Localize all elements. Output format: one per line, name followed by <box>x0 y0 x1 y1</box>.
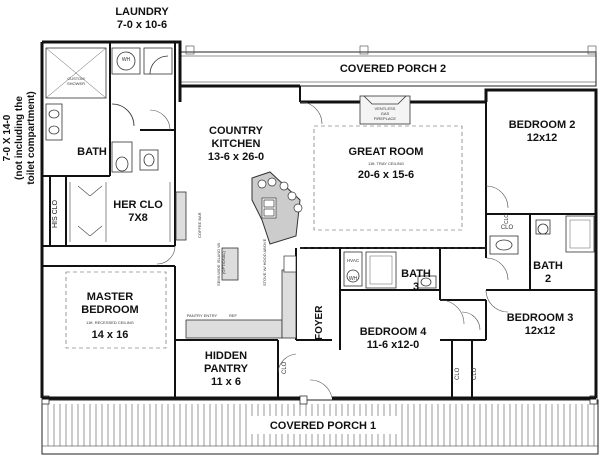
laundry-size: 7-0 x 10-6 <box>116 19 168 31</box>
country-kitchen-name-2: KITCHEN <box>211 138 261 150</box>
bedroom-2-name: BEDROOM 2 <box>508 119 576 131</box>
country-kitchen-size: 13-6 x 26-0 <box>207 151 265 163</box>
bath-3-label: BATH 3 <box>396 268 436 294</box>
custom-shower-label: CUSTOM SHOWER <box>64 76 88 86</box>
coffee-bar-label: COFFEE BAR <box>197 212 202 238</box>
clo-hallway-label: CLO <box>500 225 514 231</box>
covered-porch-2-label: COVERED PORCH 2 <box>339 63 447 75</box>
bath-label: BATH <box>77 146 107 158</box>
master-bedroom-ceiling: 11ft. RECESSED CEILING <box>86 320 134 325</box>
porch-2-posts <box>185 45 597 55</box>
bath-size-note-line3: toilet compartment) <box>26 91 37 185</box>
bedroom-4-size: 11-6 x12-0 <box>366 339 420 351</box>
kitchen-counters <box>175 191 297 339</box>
master-bath-fixtures <box>45 47 159 173</box>
master-bedroom-label: MASTER BEDROOM <box>72 291 148 317</box>
clo-bed4-a-label: CLO <box>455 367 461 380</box>
master-bedroom-name-1: MASTER <box>86 291 134 303</box>
bedroom-3-size: 12x12 <box>524 325 556 337</box>
fireplace-line1: VENTLESS <box>374 106 396 111</box>
master-bedroom-name-2: BEDROOM <box>81 304 139 316</box>
bedroom-2-size: 12x12 <box>526 132 558 144</box>
ref-label: REF <box>229 313 237 318</box>
bath-2-name: BATH <box>533 260 563 272</box>
recessed-ceiling-outline <box>65 271 167 349</box>
covered-porch-1-area <box>41 399 599 455</box>
hidden-pantry-name-2: PANTRY <box>204 363 248 375</box>
master-bedroom-size: 14 x 16 <box>91 329 129 341</box>
fireplace-line2: GAS <box>380 111 390 116</box>
stove-label: STOVE W/ HOOD ABOVE <box>262 238 267 286</box>
porch-1-label-bg <box>250 416 400 434</box>
kitchen-sink <box>261 197 277 219</box>
custom-shower-line2: SHOWER <box>67 81 85 86</box>
laundry-name: LAUNDRY <box>115 6 169 18</box>
pantry-entry-label: PANTRY ENTRY <box>186 313 218 318</box>
bedroom-3-name: BEDROOM 3 <box>506 312 574 324</box>
bath-size-note: 7-0 X 14-0 (not including the toilet com… <box>2 58 38 218</box>
fireplace-label: VENTLESS GAS FIREPLACE <box>366 106 404 121</box>
covered-porch-1-label: COVERED PORCH 1 <box>269 420 377 432</box>
bedroom-4-label: BEDROOM 4 11-6 x12-0 <box>350 326 436 352</box>
bath-3-name: BATH <box>401 268 431 280</box>
fireplace-line3: FIREPLACE <box>373 116 397 121</box>
stove <box>283 255 297 273</box>
foyer-label: FOYER <box>314 305 325 340</box>
tray-ceiling-outline <box>300 125 486 249</box>
bath-size-note-size: 7-0 X 14-0 <box>2 114 13 162</box>
bath-2-label: BATH 2 <box>528 260 568 286</box>
laundry-fixtures <box>111 47 173 75</box>
laundry-label: LAUNDRY 7-0 x 10-6 <box>108 6 176 32</box>
fireplace <box>359 95 411 125</box>
bath-fixtures <box>343 215 595 289</box>
country-kitchen-name-1: COUNTRY <box>209 125 263 137</box>
country-kitchen-label: COUNTRY KITCHEN 13-6 x 26-0 <box>188 125 284 164</box>
water-heater-label-top: WH <box>121 57 131 63</box>
water-heater-label-mech: WH <box>348 276 358 282</box>
her-clo-name: HER CLO <box>113 199 163 211</box>
her-clo-size: 7X8 <box>128 212 148 224</box>
hidden-pantry-name-1: HIDDEN <box>204 350 248 362</box>
hidden-pantry-size: 11 x 6 <box>211 376 241 388</box>
her-clo-label: HER CLO 7X8 <box>108 199 168 225</box>
great-room-size: 20-6 x 15-6 <box>357 169 415 181</box>
great-room-ceiling: 11ft. TRAY CEILING <box>368 161 404 166</box>
door-swings <box>149 101 509 399</box>
hidden-pantry-label: HIDDEN PANTRY 11 x 6 <box>196 350 256 389</box>
great-room-label: GREAT ROOM <box>336 146 436 159</box>
clo-foyer-label: CLO <box>282 361 288 374</box>
bar-stools <box>257 177 303 213</box>
his-clo-label: HIS CLO <box>52 199 59 228</box>
island-label-2: (OPTIONAL) <box>221 251 226 274</box>
porch-1-posts <box>41 395 598 405</box>
clo-bed3-label: CLO <box>504 213 510 224</box>
great-room-name: GREAT ROOM <box>348 146 424 158</box>
clo-bed4-b-label: CLO <box>472 367 478 380</box>
bath-2-number: 2 <box>544 273 552 285</box>
bath-size-note-line2: (not including the <box>14 96 25 180</box>
bedroom-2-label: BEDROOM 2 12x12 <box>500 119 584 145</box>
custom-shower-line1: CUSTOM <box>67 76 85 81</box>
bedroom-3-label: BEDROOM 3 12x12 <box>498 312 582 338</box>
bath-3-number: 3 <box>412 281 420 293</box>
bedroom-4-name: BEDROOM 4 <box>359 326 427 338</box>
hvac-label: HVAC <box>346 258 360 263</box>
closet-details <box>69 182 171 242</box>
